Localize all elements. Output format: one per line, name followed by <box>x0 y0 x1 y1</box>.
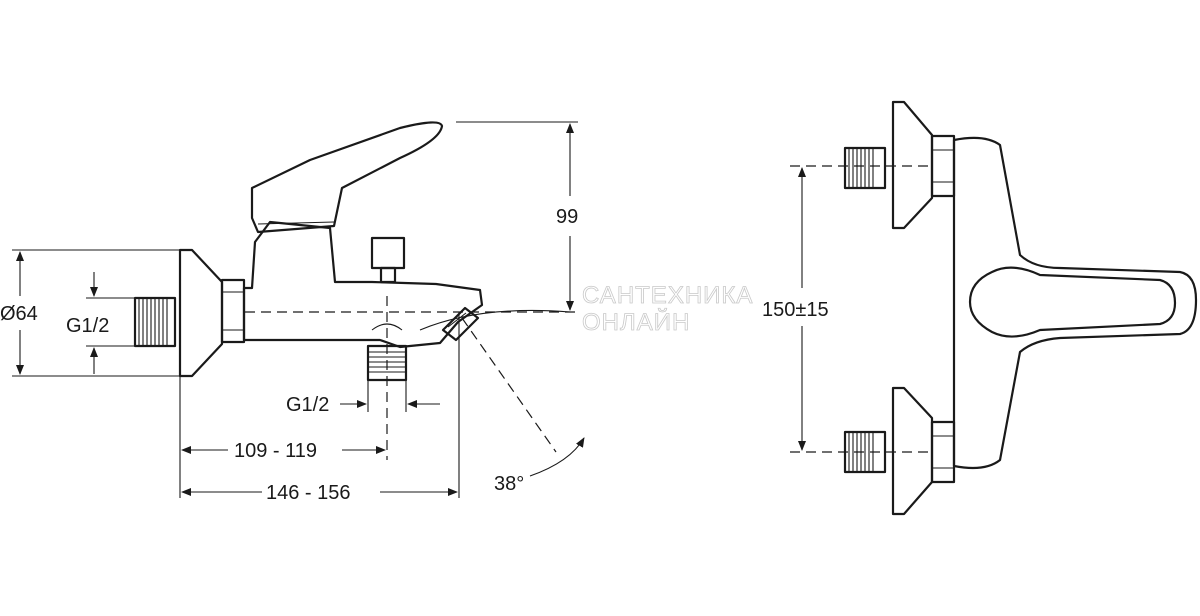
handle-recess <box>968 266 1177 338</box>
lower-flange <box>891 386 934 516</box>
wall-flange <box>178 248 224 378</box>
diameter-label: Ø64 <box>0 303 38 325</box>
watermark-line1: САНТЕХНИКА <box>582 282 753 309</box>
small-span-dimension: 109 - 119 <box>179 376 386 498</box>
watermark-line2: ОНЛАЙН <box>582 308 690 336</box>
lever-handle <box>250 121 444 234</box>
connection-nut <box>220 278 246 344</box>
diameter-dimension: Ø64 <box>0 249 180 377</box>
large-span-dimension: 146 - 156 <box>181 312 460 504</box>
inlet-connector <box>133 296 177 348</box>
large-span-label: 146 - 156 <box>266 482 351 504</box>
upper-inlet-connector <box>843 146 887 190</box>
spout-outlet <box>441 306 480 342</box>
upper-nut <box>930 134 956 198</box>
inlet-thread-dimension: G1/2 <box>66 272 135 374</box>
lower-nut <box>930 420 956 484</box>
watermark-logo: САНТЕХНИКА ОНЛАЙН <box>419 282 753 336</box>
outlet-thread-dimension: G1/2 <box>286 380 440 416</box>
small-span-label: 109 - 119 <box>234 440 317 462</box>
angle-label: 38° <box>494 473 524 495</box>
height-dimension: 99 <box>456 121 578 311</box>
bottom-outlet-connector <box>366 344 408 382</box>
angle-dimension: 38° <box>494 437 585 495</box>
side-view: Ø64 G1/2 G1/2 99 <box>0 121 585 504</box>
outlet-arc <box>371 323 403 331</box>
outlet-thread-label: G1/2 <box>286 394 329 416</box>
mixer-body <box>242 220 484 349</box>
front-view: 150±15 <box>762 100 1198 516</box>
center-distance-dimension: 150±15 <box>762 165 930 453</box>
diverter-knob <box>370 236 406 284</box>
inlet-thread-label: G1/2 <box>66 315 109 337</box>
spout-axis-line <box>461 317 557 453</box>
center-distance-label: 150±15 <box>762 299 829 321</box>
upper-flange <box>891 100 934 230</box>
mixer-body-front <box>952 136 1198 470</box>
height-label: 99 <box>556 206 578 228</box>
